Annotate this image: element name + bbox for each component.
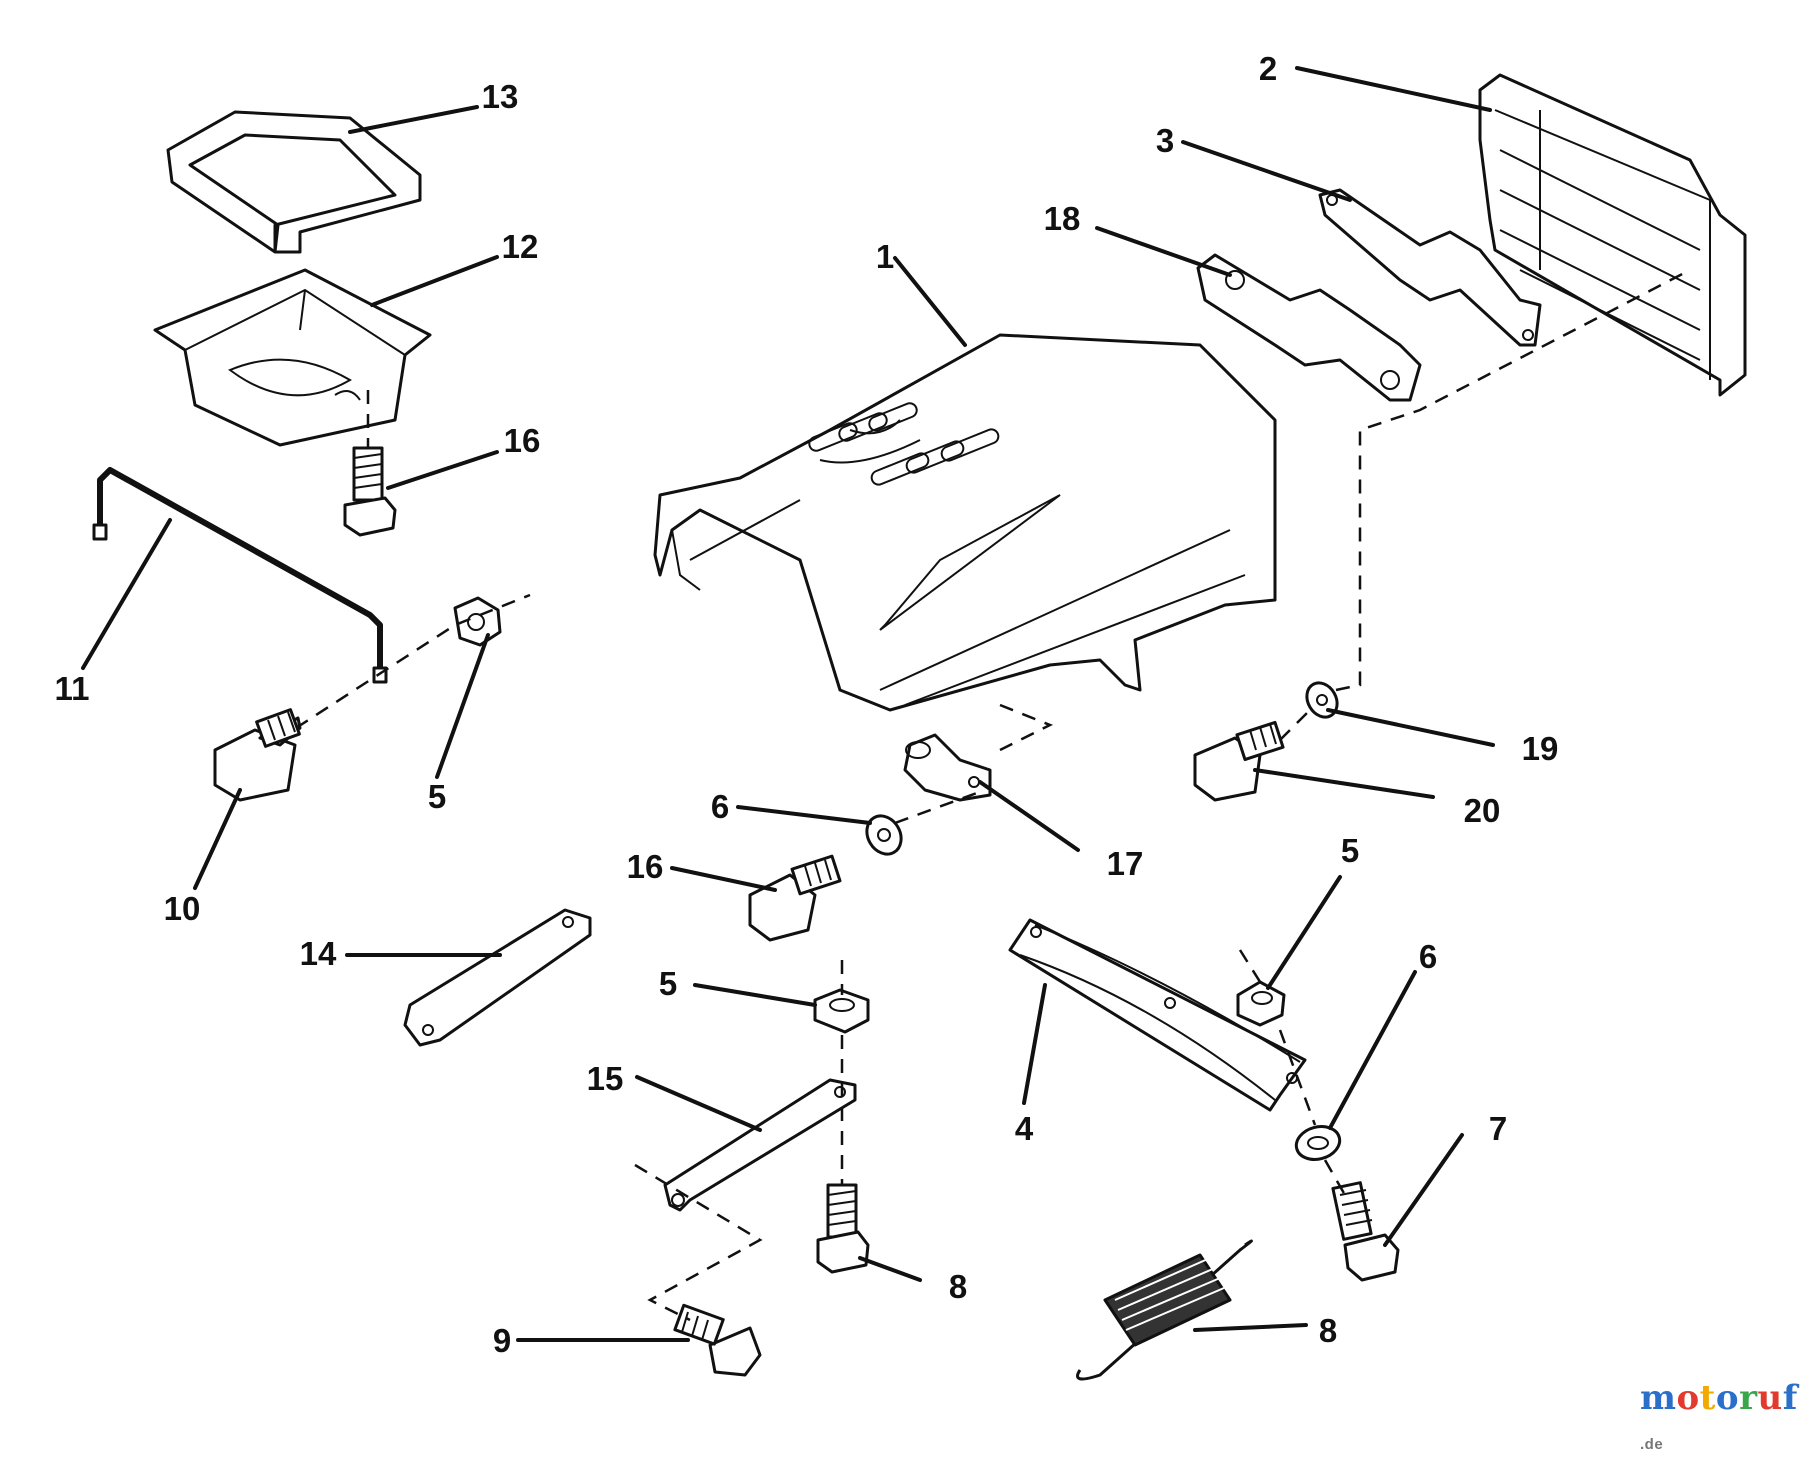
callout-6-right: 6 [1419, 938, 1437, 975]
part-7-bolt [1331, 1181, 1400, 1282]
watermark-letter: o [1715, 1378, 1740, 1418]
callout-labels: 13 12 16 11 5 10 1 2 3 18 19 20 17 6 16 … [55, 50, 1559, 1359]
callout-20: 20 [1464, 792, 1501, 829]
callout-8-left: 8 [949, 1268, 967, 1305]
part-6-washer-right [1294, 1125, 1342, 1161]
watermark-letter: o [1676, 1378, 1700, 1418]
callout-12: 12 [502, 228, 539, 265]
callout-15: 15 [587, 1060, 624, 1097]
part-16-mid-bolt [748, 854, 842, 942]
callout-16-upper: 16 [504, 422, 541, 459]
callout-1: 1 [876, 238, 894, 275]
callout-17: 17 [1107, 845, 1144, 882]
part-14-strap [403, 908, 592, 1047]
part-5-nut-mid [813, 988, 870, 1034]
callout-2: 2 [1259, 50, 1277, 87]
watermark-letter: f [1782, 1378, 1798, 1418]
part-8-spring [1076, 1239, 1253, 1381]
part-5-nut-right [1236, 980, 1286, 1027]
part-9-bolt [673, 1303, 762, 1377]
callout-11: 11 [55, 670, 90, 707]
callout-5-right: 5 [1341, 832, 1359, 869]
callout-19: 19 [1522, 730, 1559, 767]
callout-8-right: 8 [1319, 1312, 1337, 1349]
callout-14: 14 [300, 935, 337, 972]
hood-vents [808, 402, 1000, 486]
callout-6-mid: 6 [711, 788, 729, 825]
part-12-tray [153, 268, 432, 447]
callout-18: 18 [1044, 200, 1081, 237]
watermark-suffix: .de [1640, 1436, 1664, 1453]
part-2-grille [1478, 73, 1747, 397]
callout-10: 10 [164, 890, 201, 927]
callout-16-mid: 16 [627, 848, 664, 885]
part-4-strap [1008, 918, 1307, 1112]
callout-3: 3 [1156, 122, 1174, 159]
part-18-bracket [1196, 253, 1422, 402]
callout-13: 13 [482, 78, 519, 115]
part-20-bolt [1193, 720, 1285, 802]
watermark-letter: m [1640, 1378, 1677, 1418]
part-13-frame [166, 110, 422, 254]
callout-5-left: 5 [428, 778, 446, 815]
part-3-bracket [1318, 188, 1542, 347]
parts-diagram: 13 12 16 11 5 10 1 2 3 18 19 20 17 6 16 … [55, 50, 1747, 1381]
watermark-letter: r [1739, 1378, 1758, 1418]
part-6-washer-mid [865, 814, 903, 856]
callout-4: 4 [1015, 1110, 1034, 1147]
part-1-hood [653, 333, 1277, 712]
callout-9: 9 [493, 1322, 511, 1359]
leader-lines [81, 66, 1495, 1342]
callout-5-mid: 5 [659, 965, 677, 1002]
motoruf-watermark: motoruf .de [1640, 1378, 1800, 1458]
part-8-bolt-left [816, 1183, 870, 1274]
part-16-upper-bolt [343, 446, 397, 537]
assembly-lines [295, 268, 1691, 1322]
watermark-letter: u [1757, 1378, 1783, 1418]
part-15-strap [663, 1078, 857, 1212]
part-17-hinge [903, 733, 992, 802]
part-19-washer [1305, 681, 1339, 719]
callout-7: 7 [1489, 1110, 1507, 1147]
part-10-bolt [213, 708, 302, 802]
watermark-letter: t [1699, 1378, 1716, 1418]
